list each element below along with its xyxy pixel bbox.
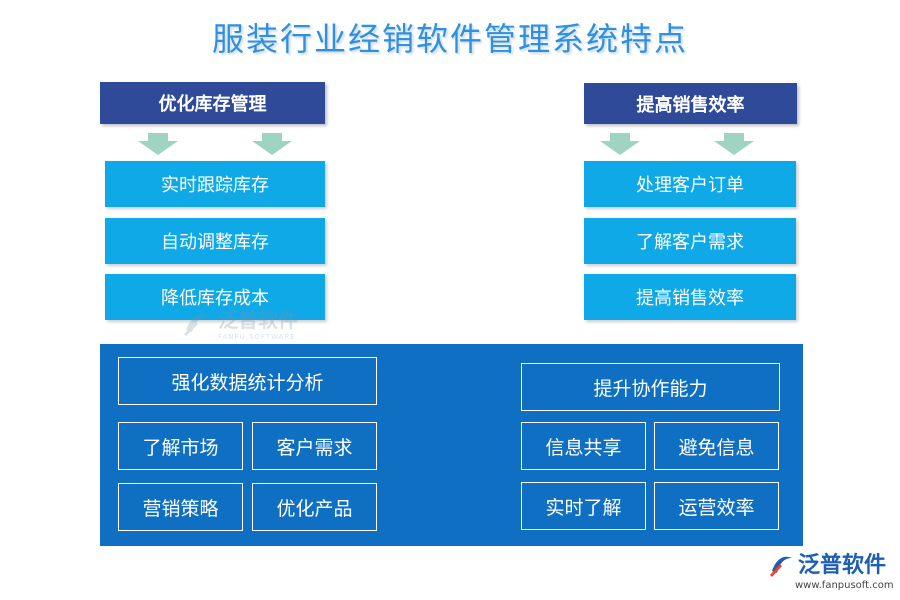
watermark-name: 泛普软件	[218, 308, 298, 332]
down-arrow-icon	[714, 133, 754, 155]
fanpu-logo-icon	[770, 556, 792, 577]
left-section-header: 优化库存管理	[100, 82, 325, 124]
bottom-right-header: 提升协作能力	[521, 363, 780, 411]
bottom-left-header: 强化数据统计分析	[118, 357, 377, 405]
left-item-2: 自动调整库存	[105, 218, 325, 264]
fanpu-logo-icon	[184, 313, 210, 336]
bottom-right-item-4: 运营效率	[654, 482, 779, 530]
right-section-header: 提高销售效率	[584, 83, 797, 124]
right-item-3: 提高销售效率	[584, 274, 796, 320]
bottom-left-item-3: 营销策略	[118, 483, 243, 531]
bottom-panel: 强化数据统计分析 了解市场 客户需求 营销策略 优化产品 提升协作能力 信息共享…	[100, 344, 803, 546]
down-arrow-icon	[138, 133, 178, 155]
bottom-left-item-2: 客户需求	[252, 422, 377, 470]
down-arrow-icon	[600, 133, 640, 155]
logo-name: 泛普软件	[798, 553, 887, 578]
left-item-3: 降低库存成本	[105, 274, 325, 320]
bottom-right-item-1: 信息共享	[521, 422, 646, 470]
left-item-1: 实时跟踪库存	[105, 161, 325, 207]
down-arrow-icon	[252, 133, 292, 155]
bottom-right-item-2: 避免信息	[654, 422, 779, 470]
watermark-sub: FANPU SOFTWARE	[218, 333, 296, 341]
bottom-left-item-4: 优化产品	[252, 483, 377, 531]
right-item-2: 了解客户需求	[584, 218, 796, 264]
logo-url: www.fanpusoft.com	[795, 580, 894, 591]
watermark: 泛普软件 FANPU SOFTWARE	[182, 304, 298, 341]
brand-logo: 泛普软件	[768, 553, 886, 579]
bottom-left-item-1: 了解市场	[118, 422, 243, 470]
page-title: 服装行业经销软件管理系统特点	[211, 20, 688, 58]
bottom-right-item-3: 实时了解	[521, 482, 646, 530]
right-item-1: 处理客户订单	[584, 161, 796, 207]
